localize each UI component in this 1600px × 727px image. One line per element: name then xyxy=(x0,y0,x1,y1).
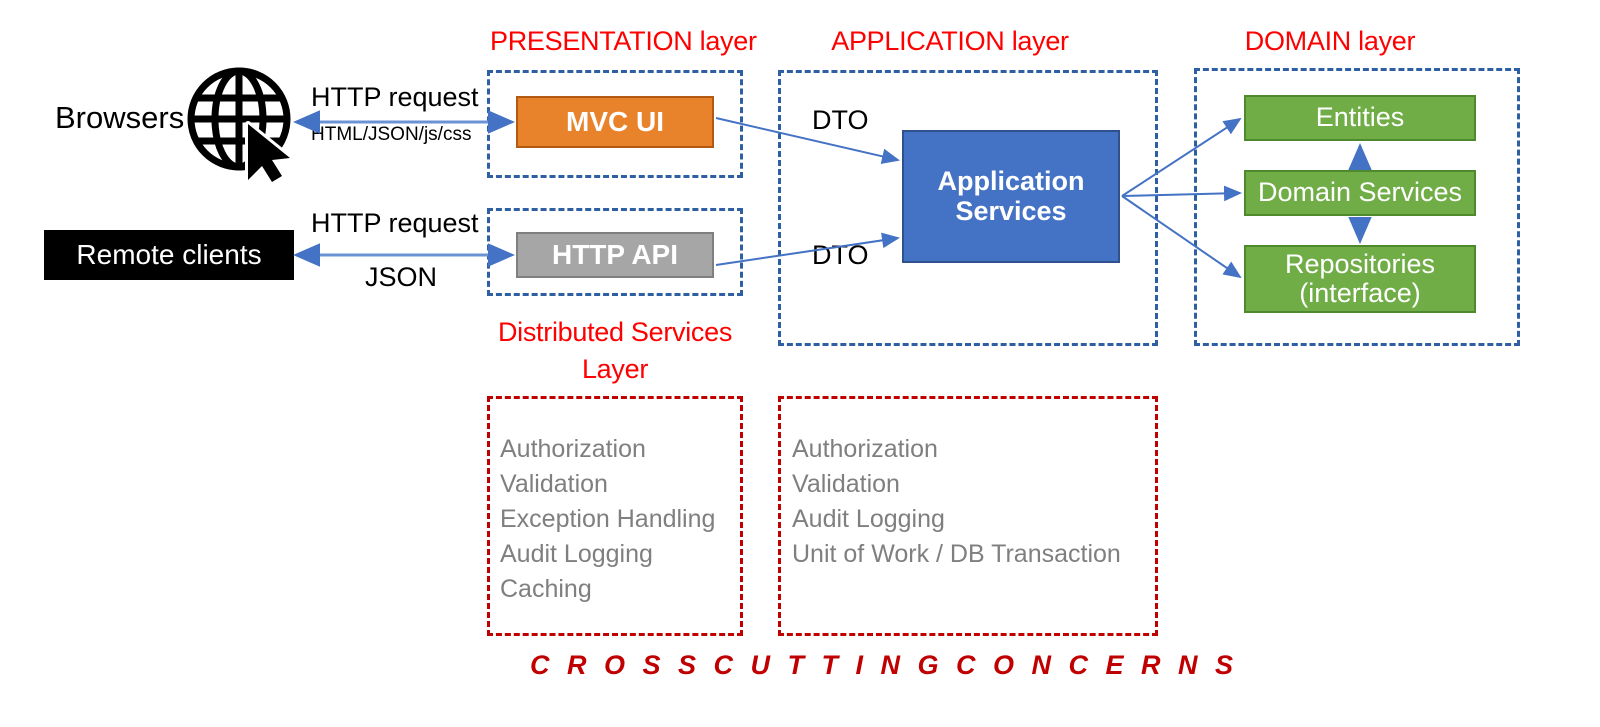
node-remote-clients[interactable]: Remote clients xyxy=(44,230,294,280)
crosscut-item: Authorization xyxy=(792,435,938,463)
edge-label-browser-response: HTML/JSON/js/css xyxy=(311,124,472,145)
globe-cursor-icon xyxy=(187,67,293,182)
node-domain-services[interactable]: Domain Services xyxy=(1244,170,1476,216)
crosscut-application-list: Authorization Validation Audit Logging U… xyxy=(792,432,1162,572)
crosscut-item: Authorization xyxy=(500,435,646,463)
node-mvc-ui[interactable]: MVC UI xyxy=(516,96,714,148)
repositories-line1: Repositories xyxy=(1284,248,1436,279)
node-repositories[interactable]: Repositories (interface) xyxy=(1244,245,1476,313)
crosscut-presentation-container xyxy=(487,396,743,636)
browsers-label: Browsers xyxy=(55,100,185,135)
crosscut-item: Validation xyxy=(792,470,900,498)
repositories-line2: (interface) xyxy=(1299,278,1421,308)
node-http-api[interactable]: HTTP API xyxy=(516,232,714,278)
crosscut-item: Audit Logging xyxy=(792,505,945,533)
node-entities[interactable]: Entities xyxy=(1244,95,1476,141)
edge-label-dto-bottom: DTO xyxy=(812,240,869,270)
crosscut-item: Audit Logging xyxy=(500,540,653,568)
crosscut-item: Exception Handling xyxy=(500,505,716,533)
edge-label-remote-response: JSON xyxy=(365,262,438,292)
application-services-line1: Application xyxy=(937,166,1085,197)
node-application-services[interactable]: Application Services xyxy=(902,130,1120,263)
application-layer-title: APPLICATION layer xyxy=(831,26,1069,56)
crosscut-item: Caching xyxy=(500,575,592,603)
edge-label-remote-request: HTTP request xyxy=(311,208,479,238)
crosscut-item: Validation xyxy=(500,470,608,498)
crosscut-footer-title: C R O S S C U T T I N G C O N C E R N S xyxy=(530,650,1239,680)
application-services-line2: Services xyxy=(955,195,1067,226)
crosscut-item: Unit of Work / DB Transaction xyxy=(792,540,1121,568)
distributed-services-title-line1: Distributed Services xyxy=(497,317,733,347)
presentation-layer-title: PRESENTATION layer xyxy=(490,26,757,56)
distributed-services-title-line2: Layer xyxy=(581,354,649,384)
edge-label-browser-request: HTTP request xyxy=(311,82,479,112)
crosscut-presentation-list: Authorization Validation Exception Handl… xyxy=(500,432,740,607)
domain-layer-title: DOMAIN layer xyxy=(1244,26,1416,56)
crosscut-application-container xyxy=(778,396,1158,636)
edge-label-dto-top: DTO xyxy=(812,105,869,135)
